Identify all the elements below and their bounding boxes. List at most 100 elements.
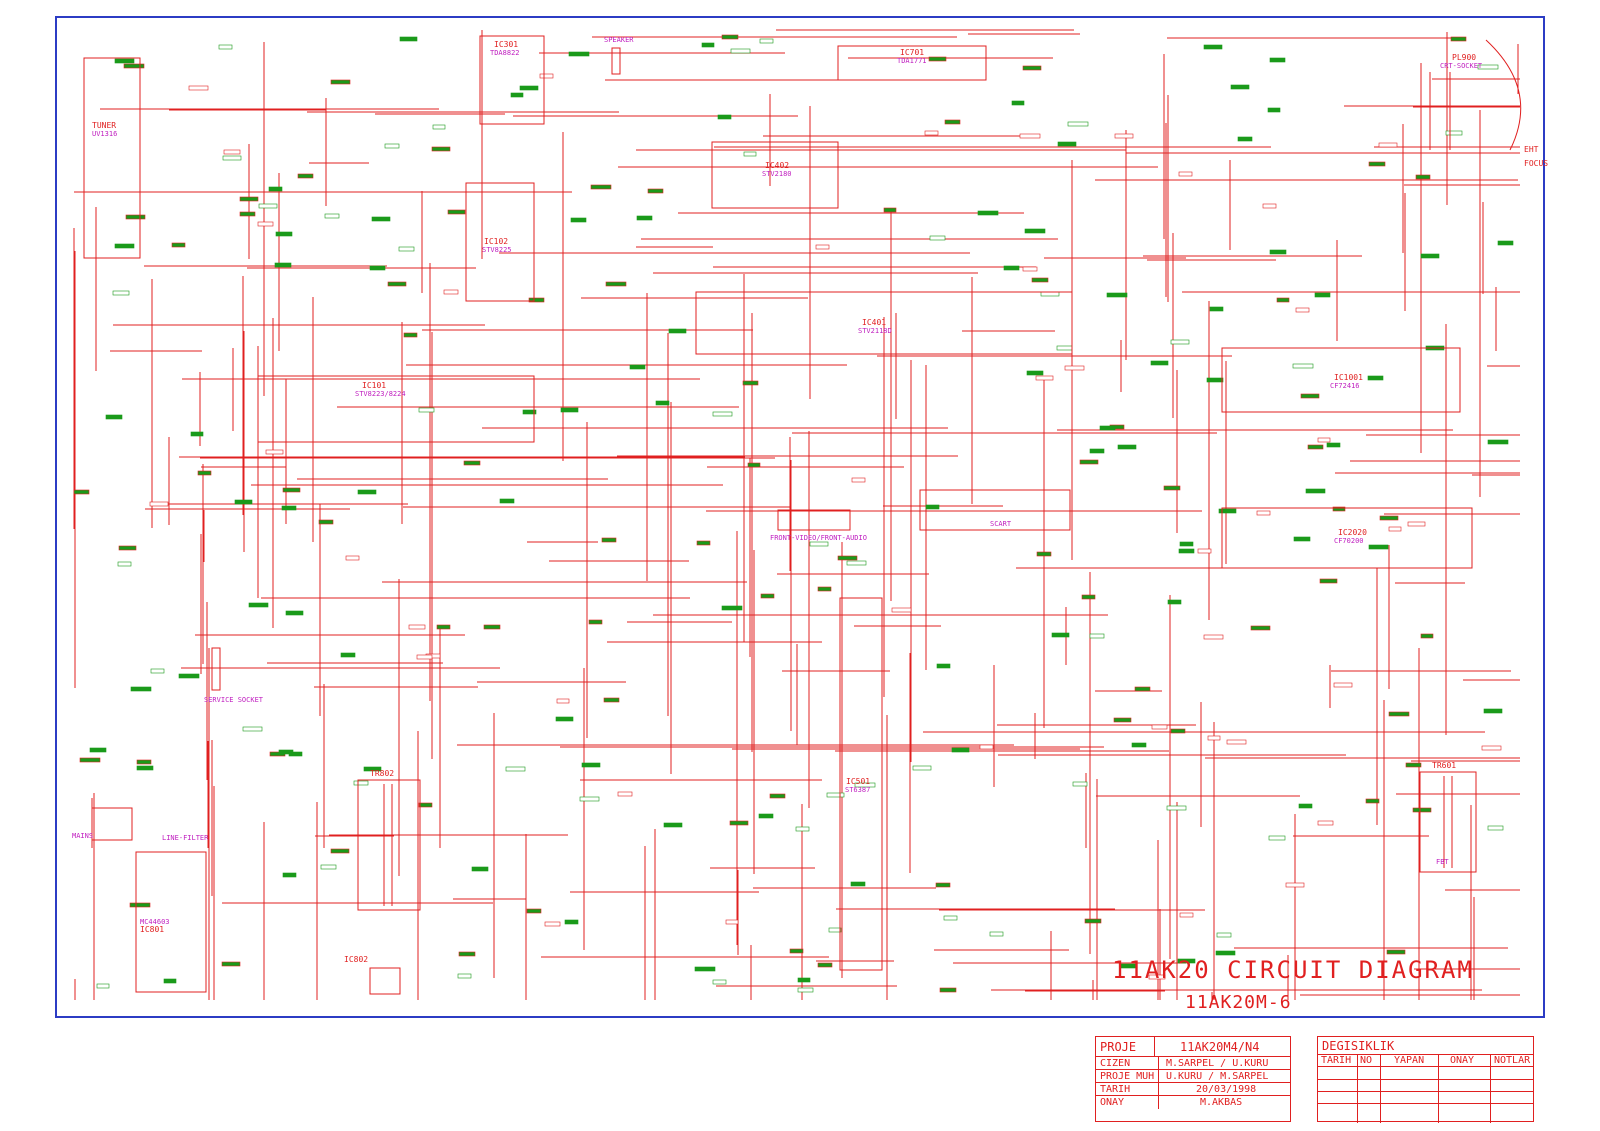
ic-body-ic801: IC801 MC44603: [135, 851, 207, 993]
cizen-label: CIZEN: [1100, 1058, 1131, 1069]
component-value-box: [883, 207, 897, 213]
ic-body-ic701: IC701 TDA1771: [837, 45, 987, 81]
component-value-box: [1035, 375, 1054, 381]
ic-body-ic802: IC802: [344, 955, 401, 995]
component-value-box: [1106, 292, 1128, 298]
component-value-box: [581, 762, 601, 768]
ic101-part: STV8223/8224: [355, 390, 406, 398]
component-value-box: [1051, 632, 1070, 638]
component-value-box: [568, 51, 590, 57]
component-value-box: [701, 42, 715, 48]
component-value-box: [239, 211, 256, 217]
component-value-box: [929, 235, 946, 241]
ic701-ref: IC701: [900, 48, 924, 57]
component-value-box: [944, 119, 961, 125]
component-value-box: [257, 221, 274, 227]
component-value-box: [387, 281, 407, 287]
component-value-box: [363, 766, 382, 772]
component-value-box: [1445, 130, 1463, 136]
component-value-box: [330, 848, 350, 854]
component-value-box: [239, 196, 259, 202]
ic-body-ic402: IC402 STV2180: [711, 141, 839, 209]
component-value-box: [117, 561, 132, 567]
component-value-box: [1295, 307, 1310, 313]
component-value-box: [1024, 228, 1046, 234]
component-value-box: [837, 555, 858, 561]
component-value-box: [447, 209, 466, 215]
component-value-box: [730, 48, 751, 54]
component-value-box: [850, 881, 866, 887]
component-value-box: [234, 499, 253, 505]
component-value-box: [190, 431, 204, 437]
component-value-box: [1072, 781, 1088, 787]
component-value-box: [1269, 249, 1287, 255]
pl900-part: CRT-SOCKET: [1440, 62, 1483, 70]
tr601-part: FBT: [1436, 858, 1449, 866]
component-value-box: [1170, 728, 1186, 734]
tr802-ref: TR802: [370, 769, 394, 778]
tuner-ref: TUNER: [92, 121, 116, 130]
component-value-box: [636, 215, 653, 221]
component-value-box: [809, 541, 829, 547]
component-value-box: [1407, 521, 1426, 527]
component-value-box: [1026, 370, 1044, 376]
component-value-box: [1203, 634, 1224, 640]
component-value-box: [418, 407, 435, 413]
component-value-box: [222, 155, 242, 161]
component-value-box: [1250, 625, 1271, 631]
tb-row-tarih: TARIH 20/03/1998: [1096, 1083, 1290, 1096]
component-value-box: [1415, 174, 1431, 180]
component-value-box: [795, 826, 810, 832]
component-value-box: [564, 919, 579, 925]
component-value-box: [1099, 425, 1116, 431]
component-value-box: [725, 919, 739, 925]
component-value-box: [1365, 798, 1380, 804]
ic-body-ic101: IC101 STV8223/8224: [257, 375, 535, 443]
component-value-box: [436, 624, 451, 630]
component-value-box: [1203, 44, 1223, 50]
component-value-box: [1179, 912, 1194, 918]
component-value-box: [130, 686, 152, 692]
component-value-box: [125, 214, 146, 220]
tarih-label: TARIH: [1100, 1084, 1131, 1095]
ic1001-part: CF72416: [1330, 382, 1360, 390]
ic-body-ic102: IC102 STV8225: [465, 182, 535, 302]
component-value-box: [105, 414, 123, 420]
component-value-box: [1405, 762, 1422, 768]
component-value-box: [408, 624, 426, 630]
speaker-connector: SPEAKER: [604, 36, 634, 75]
component-value-box: [526, 908, 542, 914]
component-value-box: [603, 697, 620, 703]
ic801-ref: IC801: [140, 925, 164, 934]
proje-value: 11AK20M4/N4: [1180, 1040, 1260, 1054]
component-value-box: [528, 297, 545, 303]
component-value-box: [817, 962, 833, 968]
ic102-ref: IC102: [484, 237, 508, 246]
component-value-box: [519, 85, 539, 91]
component-value-box: [588, 619, 603, 625]
component-value-box: [89, 747, 107, 753]
ic301-ref: IC301: [494, 40, 518, 49]
ic2020-part: CF70200: [1334, 537, 1364, 545]
component-value-box: [432, 124, 446, 130]
component-value-box: [747, 462, 761, 468]
component-value-box: [403, 332, 418, 338]
focus-label: FOCUS: [1524, 159, 1548, 168]
component-value-box: [1209, 306, 1224, 312]
component-value-box: [1276, 297, 1290, 303]
component-value-box: [1114, 133, 1134, 139]
component-value-box: [1218, 508, 1237, 514]
component-value-box: [712, 411, 733, 417]
component-value-box: [769, 793, 786, 799]
revisions-header: DEGISIKLIK: [1318, 1037, 1533, 1055]
component-value-box: [369, 265, 386, 271]
component-value-box: [1230, 84, 1250, 90]
component-value-box: [1178, 171, 1193, 177]
component-value-box: [854, 782, 876, 788]
proje-label: PROJE: [1100, 1040, 1137, 1054]
component-value-box: [826, 792, 845, 798]
component-value-box: [483, 624, 501, 630]
component-value-box: [712, 979, 727, 985]
